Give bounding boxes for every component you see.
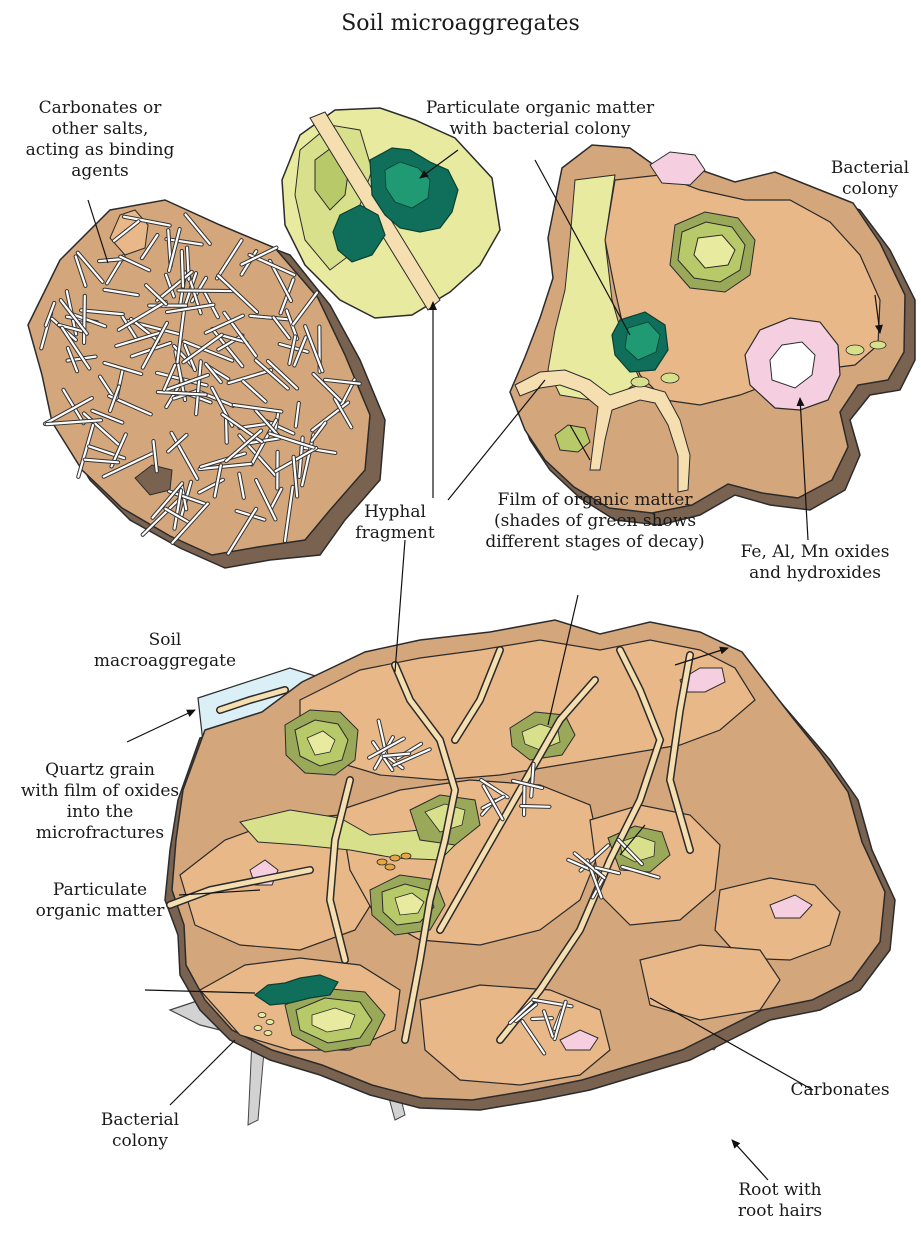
right-bacteria-2	[661, 373, 679, 383]
right-bacteria-1	[631, 377, 649, 387]
label-quartz-grain: Quartz grain with film of oxides into th…	[5, 760, 195, 844]
label-soil-macroaggregate: Soil macroaggregate	[85, 630, 245, 672]
right-bacteria-4	[870, 341, 886, 349]
label-bacterial-colony-bottom: Bacterial colony	[80, 1110, 200, 1152]
label-hyphal-fragment: Hyphal fragment	[340, 502, 450, 544]
label-carbonates: Carbonates	[780, 1080, 900, 1101]
label-carbonates-salts: Carbonates or other salts, acting as bin…	[10, 98, 190, 182]
label-oxides: Fe, Al, Mn oxides and hydroxides	[725, 542, 905, 584]
label-particulate-organic-matter: Particulate organic matter	[20, 880, 180, 922]
crystal-needle	[84, 296, 85, 343]
crystal-needle	[226, 418, 227, 443]
label-pom-with-colony: Particulate organic matter with bacteria…	[405, 98, 675, 140]
organic-microaggregate	[510, 145, 915, 525]
macroaggregate	[165, 620, 895, 1125]
label-bacterial-colony-top: Bacterial colony	[820, 158, 920, 200]
crystal-needle	[521, 806, 549, 807]
macro-slab-bottom-far-right	[640, 945, 780, 1020]
label-root-hairs: Root with root hairs	[710, 1180, 850, 1222]
label-film-organic-matter: Film of organic matter (shades of green …	[470, 490, 720, 553]
crystal-needle	[178, 290, 232, 291]
crystal-needle	[182, 251, 183, 287]
right-bacteria-3	[846, 345, 864, 355]
crystal-needle	[532, 1018, 552, 1019]
